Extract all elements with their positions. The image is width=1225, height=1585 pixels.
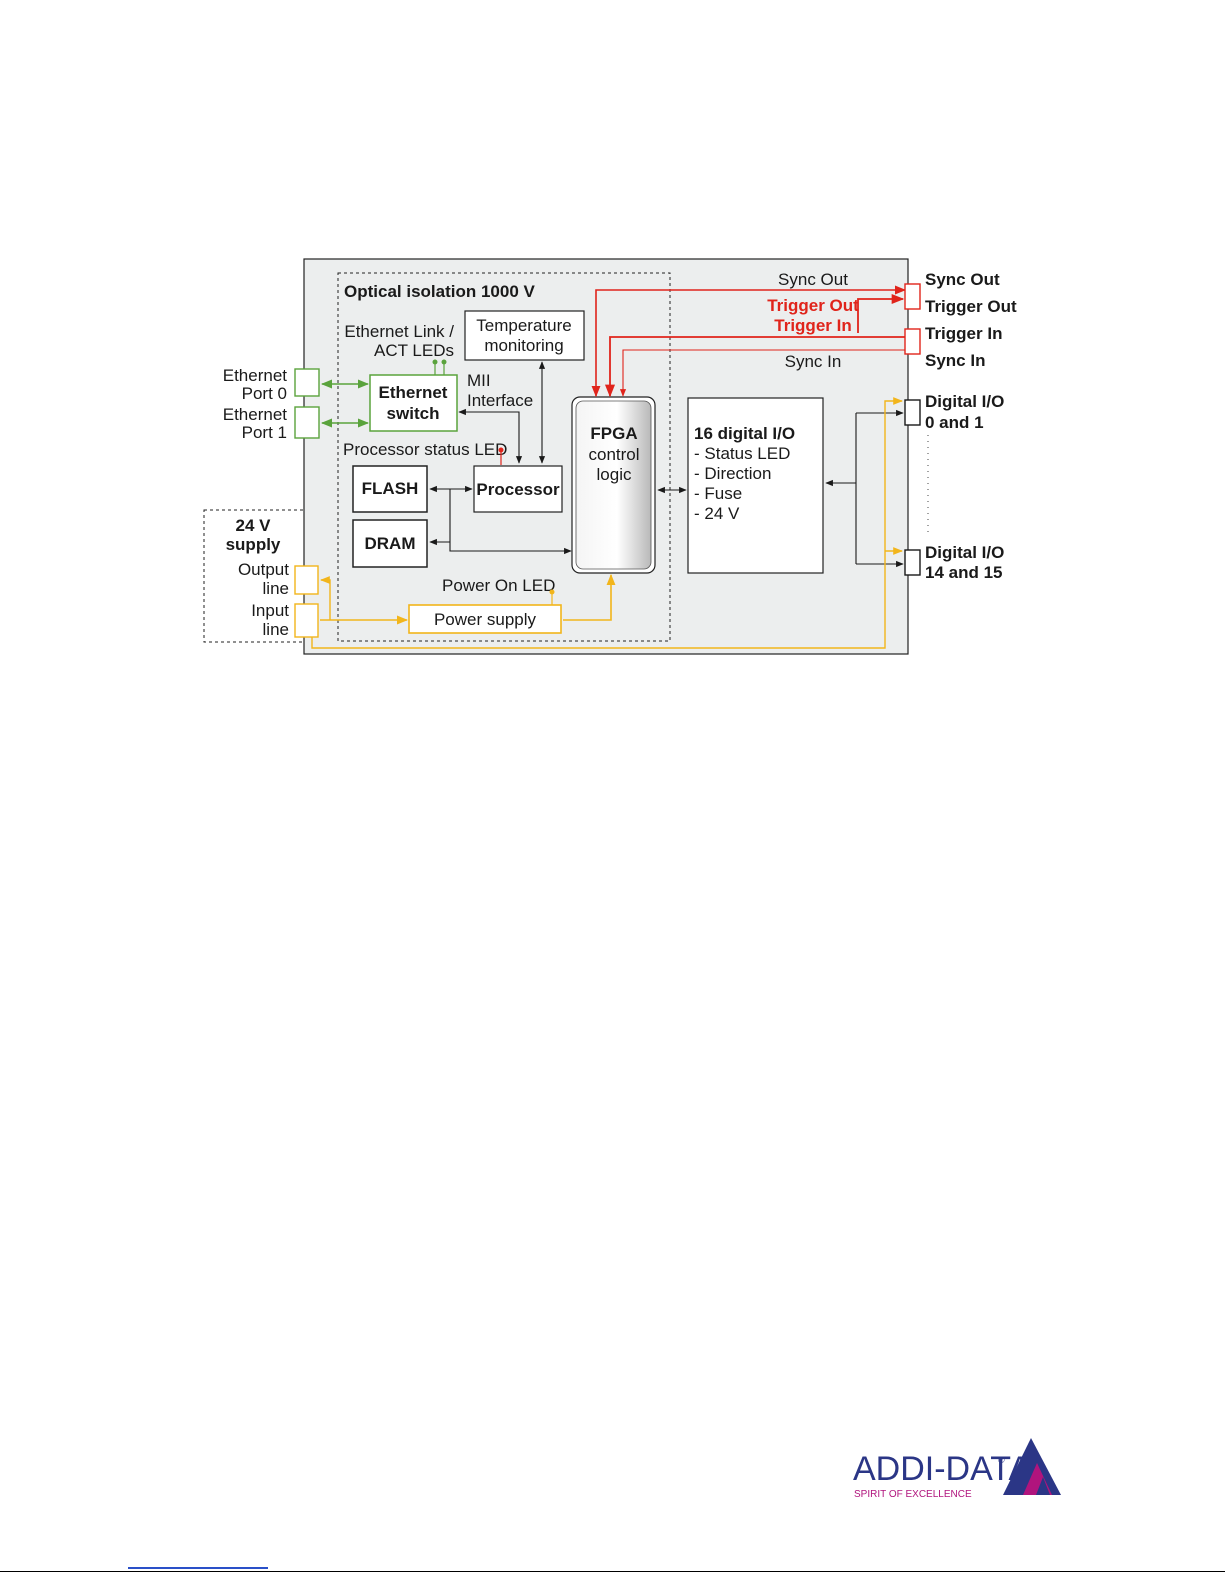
dram-block <box>352 519 428 568</box>
logo-triangle-icon <box>1003 1438 1061 1495</box>
dio-bottom-label-2: 14 and 15 <box>925 563 1003 582</box>
dio-top-label-1: Digital I/O <box>925 392 1004 411</box>
power-supply-to-fpga <box>563 573 616 621</box>
trigger-out-line <box>857 293 905 333</box>
trigger-sync-in-connector <box>904 328 921 355</box>
processor-block <box>473 465 563 513</box>
digital-io-title: 16 digital I/O <box>694 424 795 443</box>
sync-in-internal-label: Sync In <box>785 352 842 371</box>
sync-out-line <box>591 285 907 398</box>
flash-block <box>352 465 428 513</box>
ethernet-led-label-1: Ethernet Link / <box>344 322 454 341</box>
output-line-label-2: line <box>263 579 289 598</box>
ethernet-port0-label-2: Port 0 <box>242 384 287 403</box>
output-line-connector <box>294 565 319 595</box>
input-to-output-line <box>320 576 331 620</box>
temperature-label-1: Temperature <box>476 316 571 335</box>
ethernet-switch-label-2: switch <box>387 404 440 423</box>
logo-tagline: SPIRIT OF EXCELLENCE <box>854 1489 972 1500</box>
processor-led-dot <box>498 447 504 453</box>
dio-top-label-2: 0 and 1 <box>925 413 984 432</box>
digital-io-item-2: - Direction <box>694 464 771 483</box>
trigger-in-internal-label: Trigger In <box>774 316 851 335</box>
trigger-out-internal-label: Trigger Out <box>767 296 859 315</box>
logo-triangle-notch-icon <box>1036 1477 1050 1495</box>
ethernet-port1-connector <box>294 406 320 439</box>
trigger-in-line <box>604 336 913 398</box>
addi-data-logo: ADDI-DATA ® SPIRIT OF EXCELLENCE <box>853 1438 1061 1500</box>
fpga-label-3: logic <box>597 465 632 484</box>
supply-title-1: 24 V <box>236 516 272 535</box>
temperature-label-2: monitoring <box>484 336 563 355</box>
logo-name: ADDI-DATA <box>853 1450 1032 1488</box>
processor-label: Processor <box>476 480 560 499</box>
sync-in-line <box>619 349 913 397</box>
power-on-led-label: Power On LED <box>442 576 555 595</box>
ethernet-led-label-2: ACT LEDs <box>374 341 454 360</box>
dio-top-connector-box <box>904 399 921 426</box>
flash-label: FLASH <box>362 479 419 498</box>
footer-link-underline <box>128 1567 268 1569</box>
ethernet-switch-block <box>369 374 458 432</box>
ethernet-led-dot-2 <box>441 359 447 365</box>
dio-bottom-connector-box <box>904 549 921 576</box>
ethernet-port0-connector <box>294 368 320 397</box>
supply-box <box>203 509 305 643</box>
fpga-label-1: FPGA <box>590 424 637 443</box>
temperature-block <box>464 310 585 361</box>
trigger-in-label: Trigger In <box>925 324 1002 343</box>
isolation-title: Optical isolation 1000 V <box>344 282 536 301</box>
sync-trigger-out-connector <box>904 283 921 310</box>
processor-status-led-label: Processor status LED <box>343 440 507 459</box>
mii-connector <box>458 408 523 464</box>
sync-out-label: Sync Out <box>925 270 1000 289</box>
digital-io-item-1: - Status LED <box>694 444 790 463</box>
input-line-connector <box>294 603 319 638</box>
ethernet-port1-label-1: Ethernet <box>223 405 288 424</box>
input-line-label-2: line <box>263 620 289 639</box>
isolation-region <box>337 272 671 642</box>
output-line-label-1: Output <box>238 560 289 579</box>
bus-to-fpga <box>449 489 572 555</box>
trigger-out-label: Trigger Out <box>925 297 1017 316</box>
dio-bottom-label-1: Digital I/O <box>925 543 1004 562</box>
supply-title-2: supply <box>226 535 281 554</box>
sync-out-internal-label: Sync Out <box>778 270 848 289</box>
mii-label-2: Interface <box>467 391 533 410</box>
ethernet-port1-label-2: Port 1 <box>242 423 287 442</box>
ethernet-led-dot-1 <box>432 359 438 365</box>
power-led-dot <box>549 589 555 595</box>
power-supply-label: Power supply <box>434 610 537 629</box>
mii-label-1: MII <box>467 371 491 390</box>
input-line-label-1: Input <box>251 601 289 620</box>
digital-io-block <box>687 397 824 574</box>
ethernet-switch-label-1: Ethernet <box>379 383 448 402</box>
power-supply-block <box>408 604 562 634</box>
fpga-block <box>575 400 652 570</box>
dram-label: DRAM <box>365 534 416 553</box>
logo-registered: ® <box>998 1455 1005 1465</box>
page-bottom-rule <box>0 1571 1225 1572</box>
fpga-label-2: control <box>588 445 639 464</box>
sync-in-label: Sync In <box>925 351 985 370</box>
ethernet-port0-label-1: Ethernet <box>223 366 288 385</box>
input-to-dio-power <box>311 397 903 649</box>
digital-io-item-3: - Fuse <box>694 484 742 503</box>
digital-io-item-4: - 24 V <box>694 504 740 523</box>
